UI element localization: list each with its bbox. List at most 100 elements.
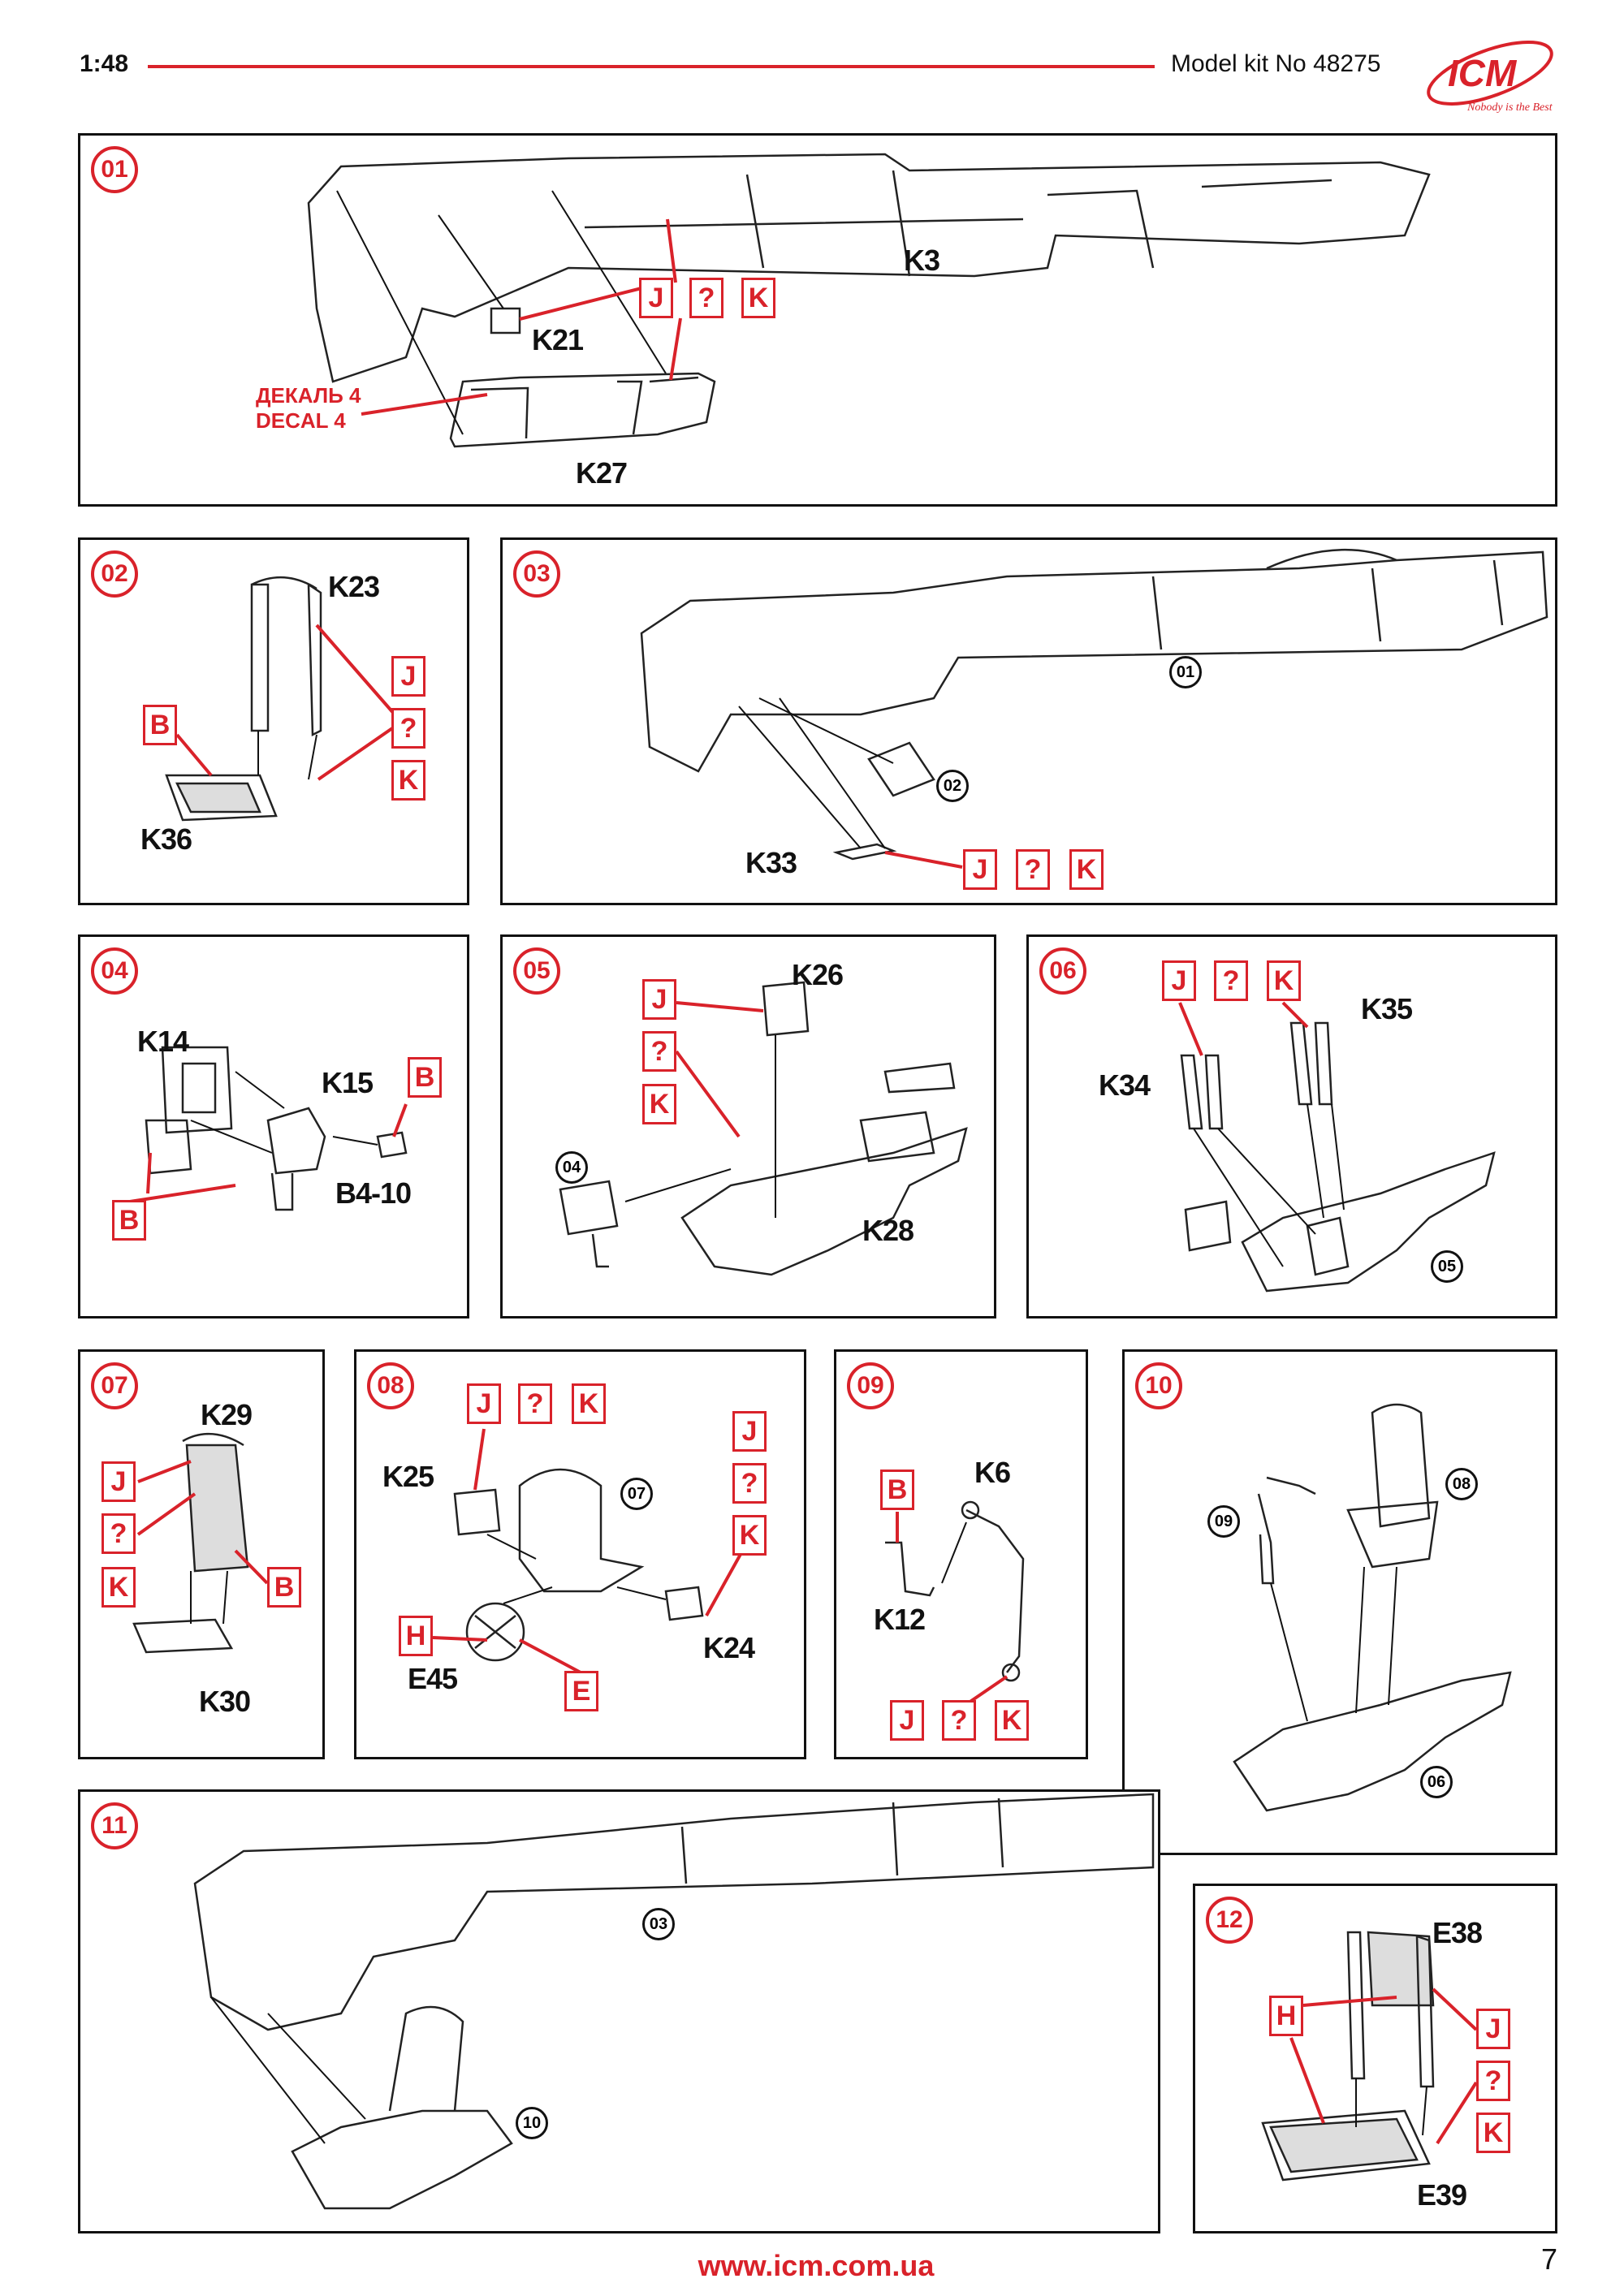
- step-number-10: 10: [1135, 1362, 1182, 1409]
- paint-code-b: B: [408, 1057, 442, 1098]
- step-ref-04: 04: [555, 1151, 588, 1184]
- part-label-k21: K21: [532, 323, 584, 356]
- paint-code-k: K: [391, 760, 425, 801]
- paint-code-b: B: [880, 1470, 914, 1510]
- step-11-panel: [78, 1789, 1160, 2233]
- paint-code-mix: ?: [642, 1031, 676, 1072]
- paint-code-j: J: [1162, 960, 1196, 1001]
- part-label-b4-10: B4-10: [335, 1176, 412, 1210]
- paint-code-mix: ?: [518, 1383, 552, 1424]
- paint-code-j: J: [639, 278, 673, 318]
- step-ref-02: 02: [936, 770, 969, 802]
- paint-code-k: K: [995, 1700, 1029, 1741]
- part-label-k15: K15: [322, 1066, 374, 1099]
- paint-code-h: H: [1269, 1996, 1303, 2036]
- step-ref-06: 06: [1420, 1766, 1453, 1798]
- decal-label-en: DECAL 4: [256, 408, 346, 433]
- paint-code-j: J: [890, 1700, 924, 1741]
- step-number-01: 01: [91, 146, 138, 193]
- step-ref-01: 01: [1169, 656, 1202, 688]
- step-number-06: 06: [1039, 947, 1086, 995]
- paint-code-b: B: [267, 1567, 301, 1608]
- step-ref-03: 03: [642, 1908, 675, 1940]
- icm-logo: ICM Nobody is the Best: [1417, 39, 1559, 116]
- paint-code-mix: ?: [1214, 960, 1248, 1001]
- step-ref-09: 09: [1207, 1505, 1240, 1538]
- website-link[interactable]: www.icm.com.ua: [698, 2249, 935, 2282]
- paint-code-b: B: [143, 705, 177, 745]
- step-number-04: 04: [91, 947, 138, 995]
- part-label-k28: K28: [862, 1214, 914, 1247]
- part-label-k34: K34: [1099, 1068, 1151, 1102]
- step-05-panel: [500, 934, 996, 1318]
- part-label-k35: K35: [1361, 992, 1413, 1025]
- paint-code-j: J: [963, 849, 997, 890]
- step-number-08: 08: [367, 1362, 414, 1409]
- part-label-e38: E38: [1432, 1916, 1483, 1949]
- step-09-panel: [834, 1349, 1088, 1759]
- step-ref-08: 08: [1445, 1468, 1478, 1500]
- part-label-k3: K3: [904, 244, 940, 277]
- part-label-k12: K12: [874, 1603, 926, 1636]
- part-label-k26: K26: [792, 958, 844, 991]
- step-12-panel: [1193, 1884, 1557, 2233]
- part-label-k33: K33: [745, 846, 797, 879]
- part-label-e45: E45: [408, 1662, 458, 1695]
- svg-text:ICM: ICM: [1448, 52, 1518, 94]
- part-label-k14: K14: [137, 1025, 189, 1058]
- step-number-09: 09: [847, 1362, 894, 1409]
- paint-code-mix: ?: [1016, 849, 1050, 890]
- paint-code-j: J: [642, 979, 676, 1020]
- step-number-02: 02: [91, 550, 138, 598]
- paint-code-j: J: [467, 1383, 501, 1424]
- paint-code-k: K: [642, 1084, 676, 1124]
- paint-code-k: K: [572, 1383, 606, 1424]
- paint-code-mix: ?: [391, 708, 425, 749]
- model-kit-number: Model kit No 48275: [1171, 50, 1381, 77]
- paint-code-k: K: [1267, 960, 1301, 1001]
- step-ref-07: 07: [620, 1478, 653, 1510]
- part-label-k27: K27: [576, 456, 628, 490]
- paint-code-mix: ?: [1476, 2061, 1510, 2101]
- paint-code-b: B: [112, 1200, 146, 1241]
- part-label-k36: K36: [140, 822, 192, 856]
- paint-code-k: K: [1476, 2113, 1510, 2153]
- step-number-05: 05: [513, 947, 560, 995]
- paint-code-k: K: [1069, 849, 1104, 890]
- step-ref-05: 05: [1431, 1250, 1463, 1283]
- step-number-07: 07: [91, 1362, 138, 1409]
- page-number: 7: [1541, 2242, 1558, 2276]
- paint-code-j: J: [102, 1461, 136, 1502]
- part-label-k6: K6: [974, 1456, 1011, 1489]
- paint-code-mix: ?: [942, 1700, 976, 1741]
- paint-code-k: K: [102, 1567, 136, 1608]
- part-label-k30: K30: [199, 1685, 251, 1718]
- paint-code-h: H: [399, 1616, 433, 1656]
- part-label-k24: K24: [703, 1631, 755, 1664]
- header-rule: [148, 65, 1155, 68]
- part-label-k23: K23: [328, 570, 380, 603]
- step-number-12: 12: [1206, 1897, 1253, 1944]
- step-01-panel: [78, 133, 1557, 507]
- paint-code-mix: ?: [102, 1513, 136, 1554]
- step-04-panel: [78, 934, 469, 1318]
- paint-code-mix: ?: [689, 278, 723, 318]
- paint-code-e: E: [564, 1671, 598, 1711]
- paint-code-j: J: [391, 656, 425, 697]
- paint-code-j: J: [732, 1411, 767, 1452]
- paint-code-j: J: [1476, 2009, 1510, 2049]
- scale-label: 1:48: [80, 50, 129, 77]
- step-ref-10: 10: [516, 2107, 548, 2139]
- svg-text:Nobody is the Best: Nobody is the Best: [1466, 101, 1553, 114]
- step-number-03: 03: [513, 550, 560, 598]
- part-label-k29: K29: [201, 1398, 253, 1431]
- paint-code-k: K: [741, 278, 775, 318]
- decal-label-ru: ДЕКАЛЬ 4: [256, 383, 361, 408]
- step-10-panel: [1122, 1349, 1557, 1855]
- paint-code-k: K: [732, 1515, 767, 1556]
- step-number-11: 11: [91, 1802, 138, 1849]
- part-label-e39: E39: [1417, 2178, 1467, 2212]
- paint-code-mix: ?: [732, 1463, 767, 1504]
- part-label-k25: K25: [382, 1460, 434, 1493]
